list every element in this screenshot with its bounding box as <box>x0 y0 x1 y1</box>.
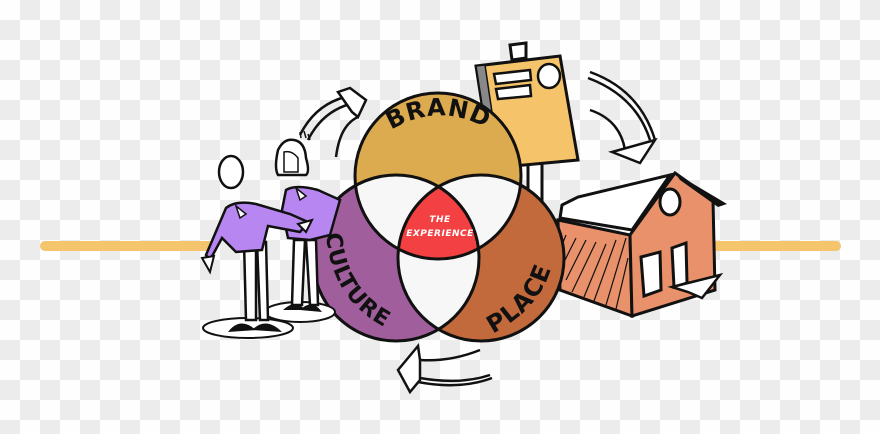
venn-diagram: BRAND CULTURE PLACE THE EXPERIENCE <box>311 91 566 343</box>
arrow-place-to-culture <box>396 343 493 395</box>
experience-label-line2: EXPERIENCE <box>406 229 474 239</box>
arrow-sign-to-house <box>587 70 658 165</box>
house <box>556 170 727 319</box>
experience-region <box>398 175 479 259</box>
experience-label-line1: THE <box>429 215 451 225</box>
person-man <box>200 154 314 339</box>
arrow-people-to-brand <box>298 86 368 158</box>
